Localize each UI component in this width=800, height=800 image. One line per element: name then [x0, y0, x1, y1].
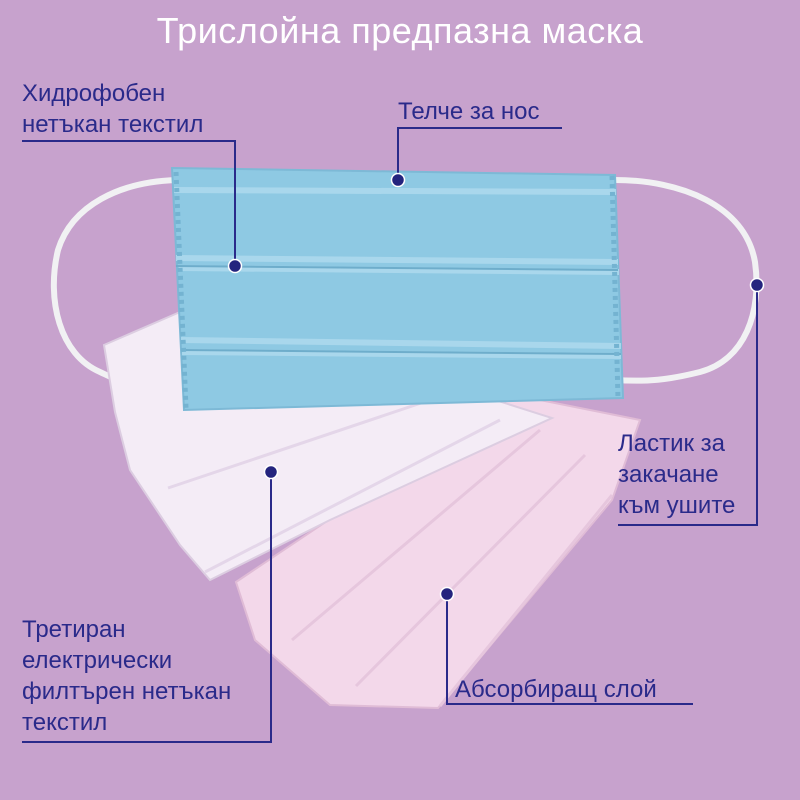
leader-hydrophobic — [22, 140, 236, 265]
outer-mask-bands — [173, 187, 622, 359]
label-absorb-line-1: Абсорбиращ слой — [455, 676, 657, 703]
leader-filter — [22, 472, 272, 743]
leader-ear — [618, 285, 758, 526]
label-filter-line-4: текстил — [22, 709, 108, 736]
label-filter-line-3: филтърен нетъкан — [22, 678, 232, 705]
label-filter-line-2: електрически — [22, 647, 173, 674]
label-hydrophobic-line-1: Хидрофобен — [22, 80, 166, 107]
dot-absorb — [439, 586, 455, 602]
label-ear-loop: Ластик за закачане към ушите — [618, 428, 735, 521]
label-hydrophobic-fabric: Хидрофобен нетъкан текстил — [22, 78, 203, 140]
label-hydrophobic-line-2: нетъкан текстил — [22, 111, 204, 138]
label-ear-line-1: Ластик за — [618, 430, 726, 457]
label-ear-line-2: закачане — [618, 461, 719, 488]
label-absorbent-layer: Абсорбиращ слой — [455, 674, 657, 705]
outer-mask-side-seams — [173, 171, 621, 409]
label-filter-fabric: Третиран електрически филтърен нетъкан т… — [22, 614, 231, 738]
outer-mask — [170, 166, 625, 412]
diagram-title: Трислойна предпазна маска — [156, 10, 644, 51]
label-filter-line-1: Третиран — [22, 616, 126, 643]
leader-absorb — [446, 594, 693, 705]
absorbent-layer-folds — [291, 428, 614, 707]
label-nose-wire: Телче за нос — [398, 96, 539, 127]
dot-ear — [749, 277, 765, 293]
dot-nose — [390, 172, 406, 188]
leader-nose — [397, 127, 562, 180]
leader-lines — [22, 127, 758, 743]
label-nose-line-1: Телче за нос — [398, 98, 540, 125]
dot-hydrophobic — [227, 258, 243, 274]
right-ear-loop — [611, 177, 760, 384]
callout-dots — [227, 172, 765, 602]
label-ear-line-3: към ушите — [618, 492, 736, 519]
outer-mask-shadows — [175, 265, 622, 355]
dot-filter — [263, 464, 279, 480]
filter-layer-folds — [167, 398, 501, 574]
